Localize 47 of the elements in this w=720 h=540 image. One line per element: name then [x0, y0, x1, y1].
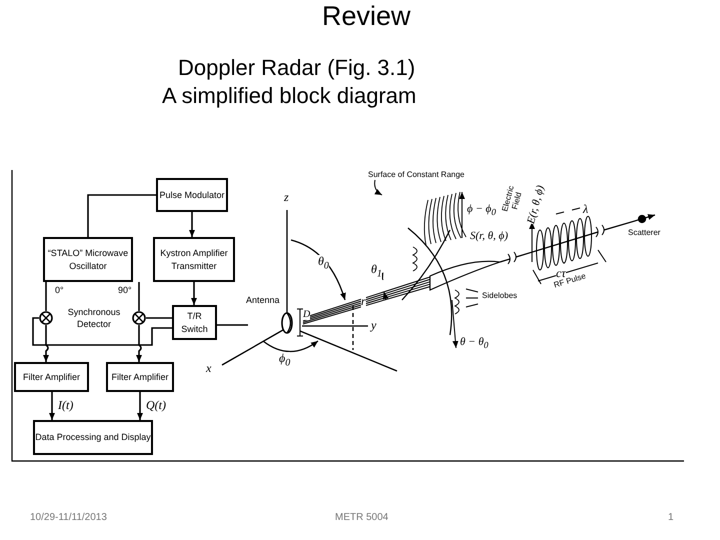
- footer-text: METR 5004: [335, 512, 388, 523]
- field-label: Electric Field: [500, 184, 524, 214]
- axis-label: θ − θ$_{0}$: [460, 336, 488, 350]
- arrow: [43, 325, 49, 362]
- connector-line: [217, 324, 248, 326]
- callout-text: Sidelobes: [482, 292, 518, 301]
- callout-text: Surface of Constant Range: [368, 171, 465, 180]
- subtitle: Doppler Radar (Fig. 3.1): [178, 56, 416, 80]
- edge-label: I(t): [58, 399, 74, 412]
- detector-label: Synchronous Detector: [66, 306, 122, 330]
- arrow: [137, 392, 143, 420]
- angle-label: ϕ$_{0}$: [279, 352, 290, 368]
- arrow: [136, 325, 142, 362]
- connector-line: [146, 317, 172, 319]
- subtitle: A simplified block diagram: [162, 84, 416, 108]
- range-label: r: [361, 295, 366, 308]
- filter-amplifier-box: Filter Amplifier: [106, 362, 174, 392]
- axis-label: ϕ − ϕ$_{0}$: [467, 203, 496, 218]
- arrow: [49, 392, 55, 420]
- connector-line: [138, 282, 140, 311]
- connector-line: [45, 282, 47, 311]
- pulse-modulator-box: Pulse Modulator: [156, 178, 228, 212]
- connector-line: [32, 317, 172, 346]
- callout-text: Scatterer: [628, 229, 660, 238]
- mixer-symbol: [132, 311, 146, 325]
- filter-amplifier-box: Filter Amplifier: [14, 362, 89, 392]
- dimension-label: D: [303, 309, 310, 320]
- switch-box: T/R Switch: [172, 305, 217, 340]
- connector-line: [87, 194, 156, 237]
- field-label: S(r, θ, ϕ): [470, 230, 508, 242]
- transmitter-box: Kystron Amplifier Transmitter: [153, 237, 235, 282]
- edge-label: Q(t): [146, 399, 166, 412]
- antenna-label: Antenna: [246, 296, 280, 306]
- slide-title: Review: [322, 2, 411, 32]
- mixer-symbol: [39, 311, 53, 325]
- arrow: [189, 212, 195, 237]
- angle-label: θ$_{1}$: [371, 263, 382, 280]
- arrow: [191, 282, 197, 305]
- oscillator-box: “STALO” Microwave Oscillator: [43, 237, 133, 282]
- footer-date: 10/29-11/11/2013: [30, 512, 107, 523]
- phase-label: 90°: [118, 286, 132, 296]
- wavelength-label: λ: [583, 203, 588, 216]
- page-number: 1: [668, 512, 674, 523]
- field-label: E(r, θ, ϕ): [525, 184, 547, 226]
- data-processing-box: Data Processing and Display: [33, 420, 153, 455]
- phase-label: 0°: [55, 286, 64, 296]
- angle-label: θ$_{0}$: [318, 255, 329, 272]
